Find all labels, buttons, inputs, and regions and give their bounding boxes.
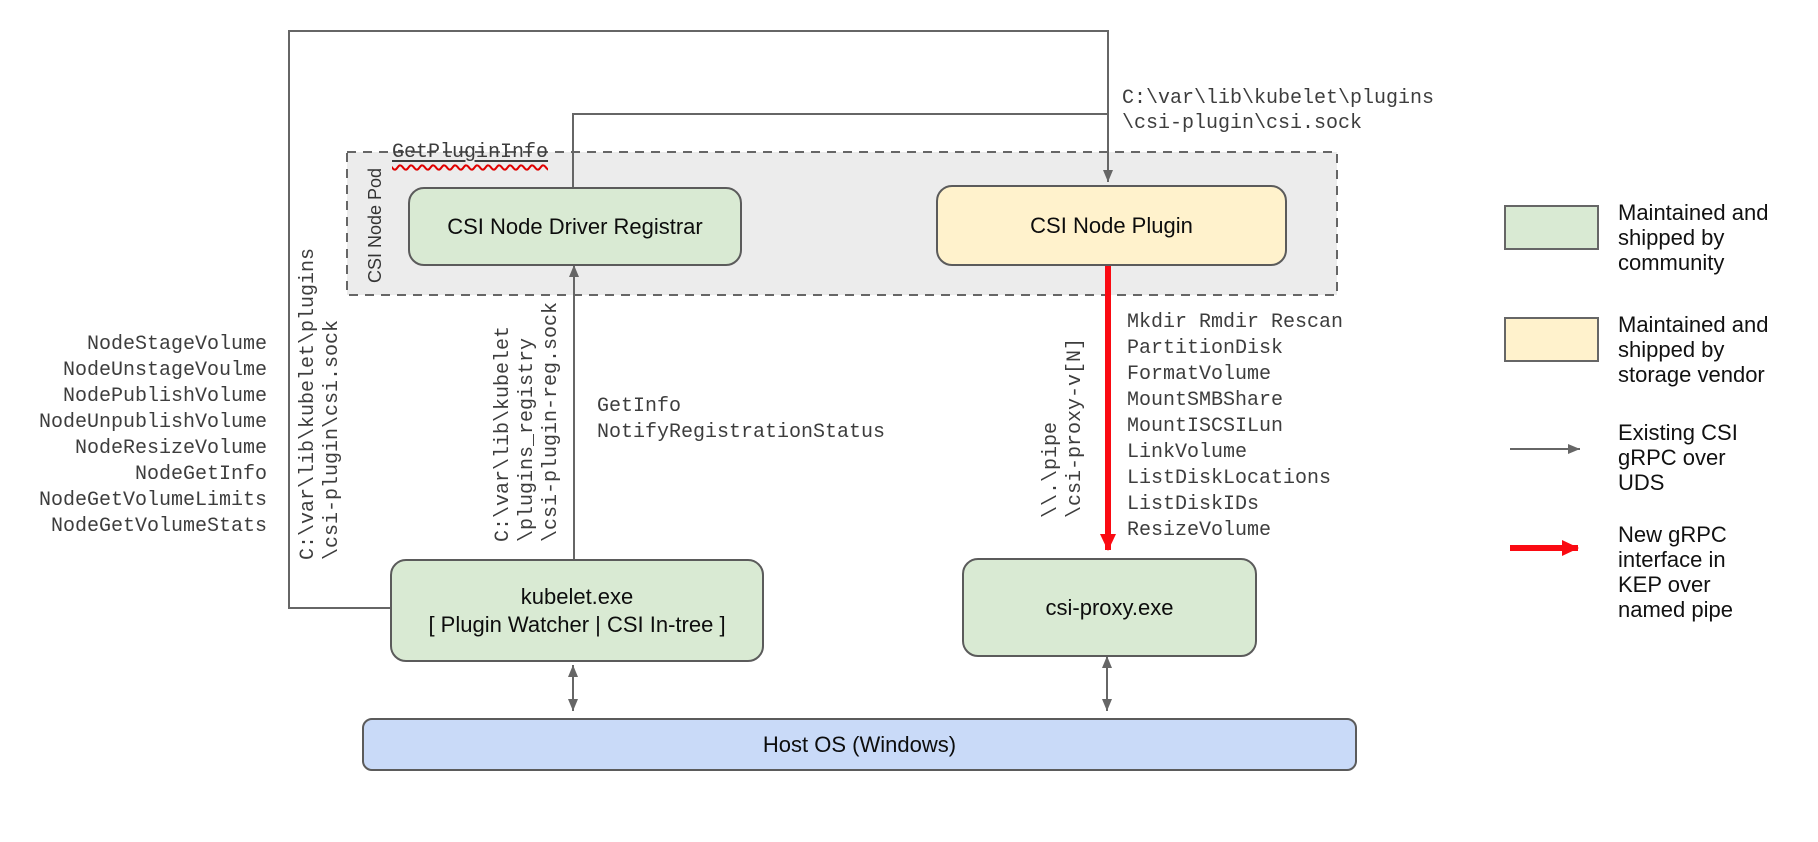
legend-community-label: Maintained and shipped by community — [1618, 200, 1769, 275]
legend-new-rpc-label: New gRPC interface in KEP over named pip… — [1618, 522, 1733, 622]
csi-sock-path-vertical: C:\var\lib\kubelet\plugins \csi-plugin\c… — [297, 247, 344, 560]
registration-call-list: GetInfo NotifyRegistrationStatus — [597, 395, 886, 444]
registrar-to-plugin-connector — [572, 113, 1107, 187]
spellcheck-squiggle: GetPluginInfo — [392, 141, 549, 164]
host-os-box: Host OS (Windows) — [362, 718, 1357, 771]
csi-node-plugin-box: CSI Node Plugin — [936, 185, 1287, 266]
csi-proxy-api-list: Mkdir Rmdir Rescan PartitionDisk FormatV… — [1127, 311, 1344, 542]
kubelet-box: kubelet.exe [ Plugin Watcher | CSI In-tr… — [390, 559, 764, 662]
legend-vendor-swatch — [1504, 317, 1599, 362]
legend-red-arrow-icon — [1510, 540, 1579, 556]
named-pipe-path-vertical: \\.\pipe \csi-proxy-v[N] — [1040, 337, 1087, 518]
csi-proxy-box: csi-proxy.exe — [962, 558, 1257, 657]
legend-gray-arrow-icon — [1510, 444, 1580, 454]
csi-sock-path-top: C:\var\lib\kubelet\plugins \csi-plugin\c… — [1122, 87, 1435, 135]
csi-proxy-label: csi-proxy.exe — [1045, 594, 1174, 620]
kubelet-label: kubelet.exe [ Plugin Watcher | CSI In-tr… — [428, 583, 726, 637]
csi-node-pod-label: CSI Node Pod — [365, 167, 385, 283]
get-plugin-info-label: GetPluginInfo — [392, 114, 548, 166]
legend-existing-rpc-label: Existing CSI gRPC over UDS — [1618, 420, 1738, 495]
csi-node-driver-registrar-label: CSI Node Driver Registrar — [447, 213, 703, 239]
host-os-label: Host OS (Windows) — [762, 731, 957, 757]
legend-vendor-label: Maintained and shipped by storage vendor — [1618, 312, 1769, 387]
csi-node-driver-registrar-box: CSI Node Driver Registrar — [408, 187, 742, 266]
node-rpc-call-list: NodeStageVolume NodeUnstageVoulme NodePu… — [38, 333, 267, 538]
registry-sock-path-vertical: C:\var\lib\kubelet \plugins_registry \cs… — [492, 301, 563, 542]
legend-community-swatch — [1504, 205, 1599, 250]
csi-node-plugin-label: CSI Node Plugin — [1030, 212, 1193, 238]
